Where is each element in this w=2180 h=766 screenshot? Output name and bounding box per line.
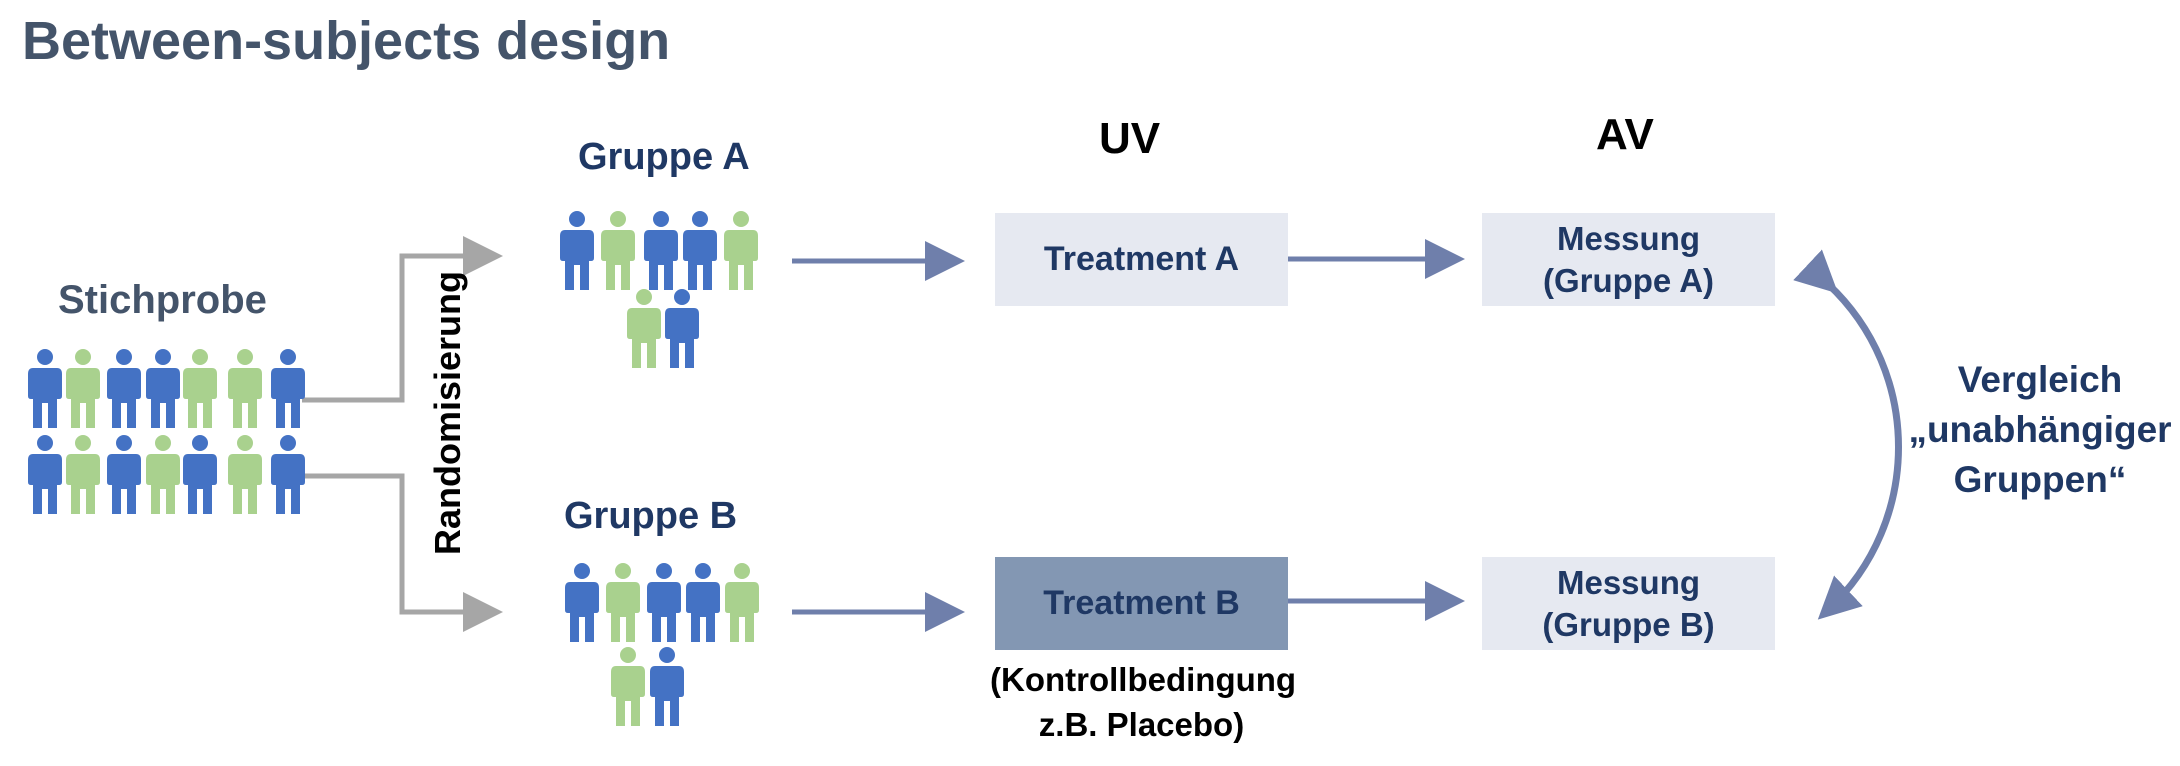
person-icon [624,288,664,370]
person-icon [562,562,602,644]
sample-label: Stichprobe [58,278,267,322]
page-title: Between-subjects design [22,11,671,71]
measure-b-line2: (Gruppe B) [1542,605,1715,643]
treatment-b-note-line1: (Kontrollbedingung [990,661,1297,698]
person-icon [180,348,220,430]
person-icon [683,562,723,644]
connector-to-group-a [302,236,503,403]
person-icon [722,562,762,644]
av-header: AV [1596,110,1654,159]
measure-b-line1: Messung [1556,564,1701,602]
person-icon [180,434,220,516]
person-icon [647,646,687,728]
person-icon [225,348,265,430]
comparison-arrow [1793,249,1902,620]
person-icon [143,434,183,516]
person-icon [680,210,720,292]
person-icon [608,646,648,728]
treatment-b-box: Treatment B [995,557,1288,650]
person-icon [598,210,638,292]
measure-b-box: Messung (Gruppe B) [1482,557,1775,650]
measure-a-line2: (Gruppe A) [1542,261,1715,299]
treatment-b-label: Treatment B [1043,584,1240,623]
connector-to-group-b [302,473,503,632]
measure-a-box: Messung (Gruppe A) [1482,213,1775,306]
person-icon [104,348,144,430]
person-icon [143,348,183,430]
randomization-label: Randomisierung [427,270,468,556]
comparison-line1: Vergleich [1957,359,2123,400]
person-icon [225,434,265,516]
measure-a-line1: Messung [1556,220,1701,258]
person-icon [63,348,103,430]
person-icon [721,210,761,292]
group-b-label: Gruppe B [564,495,738,537]
treatment-b-note: (Kontrollbedingung z.B. Placebo) [990,658,1297,747]
person-icon [644,562,684,644]
person-icon [268,434,308,516]
person-icon [25,434,65,516]
treatment-a-box: Treatment A [995,213,1288,306]
comparison-label: Vergleich „unabhängiger Gruppen“ [1900,355,2180,505]
person-icon [603,562,643,644]
person-icon [268,348,308,430]
person-icon [662,288,702,370]
comparison-line2: „unabhängiger [1908,408,2172,450]
person-icon [557,210,597,292]
person-icon [104,434,144,516]
person-icon [25,348,65,430]
comparison-line3: Gruppen“ [1953,458,2127,500]
treatment-a-label: Treatment A [1043,240,1240,279]
group-a-label: Gruppe A [578,136,750,178]
person-icon [641,210,681,292]
treatment-b-note-line2: z.B. Placebo) [1038,705,1245,743]
uv-header: UV [1099,114,1161,163]
person-icon [63,434,103,516]
